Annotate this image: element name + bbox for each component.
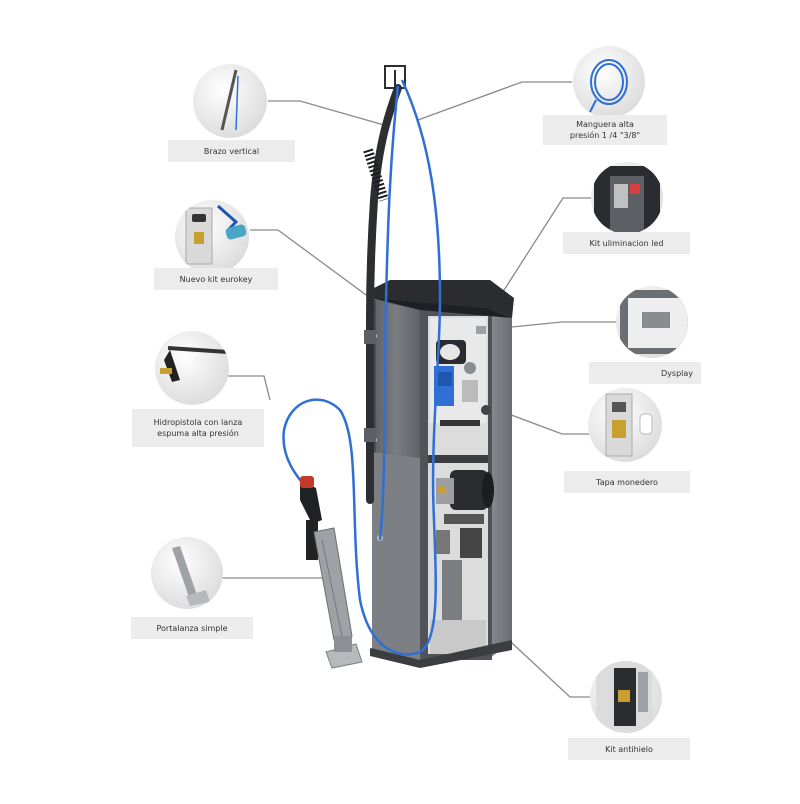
spray-gun-illustration <box>300 476 322 560</box>
washing-station-illustration <box>370 280 514 668</box>
lance-holder-thumbnail <box>151 537 223 609</box>
led-kit-thumbnail <box>591 162 663 234</box>
hose-illustration <box>282 79 442 656</box>
leader-brazo <box>268 100 385 126</box>
coin-box-thumbnail <box>588 388 662 462</box>
label-tapa-monedero: Tapa monedero <box>564 471 690 493</box>
label-portalanza-simple: Portalanza simple <box>131 617 253 639</box>
antifreeze-kit-thumbnail <box>590 661 662 733</box>
label-kit-antihielo: Kit antihielo <box>568 738 690 760</box>
vertical-arm-illustration <box>363 65 406 504</box>
leader-led <box>489 197 591 313</box>
label-nuevo-kit-eurokey: Nuevo kit eurokey <box>154 268 278 290</box>
label-kit-led: Kit uliminacion led <box>563 232 690 254</box>
vertical-arm-thumbnail <box>193 64 267 138</box>
leader-hidropistola <box>228 375 271 401</box>
eurokey-kit-thumbnail <box>175 200 249 274</box>
label-hidropistola: Hidropistola con lanza espuma alta presi… <box>132 409 264 447</box>
display-thumbnail <box>616 286 688 358</box>
label-brazo-vertical: Brazo vertical <box>168 140 295 162</box>
leader-manguera <box>417 81 572 121</box>
lance-holder-illustration <box>313 527 363 669</box>
spray-gun-thumbnail <box>155 331 229 405</box>
label-manguera: Manguera alta presión 1 /4 "3/8" <box>543 115 667 145</box>
label-dysplay: Dysplay <box>589 362 701 384</box>
hose-coil-thumbnail <box>573 46 645 118</box>
